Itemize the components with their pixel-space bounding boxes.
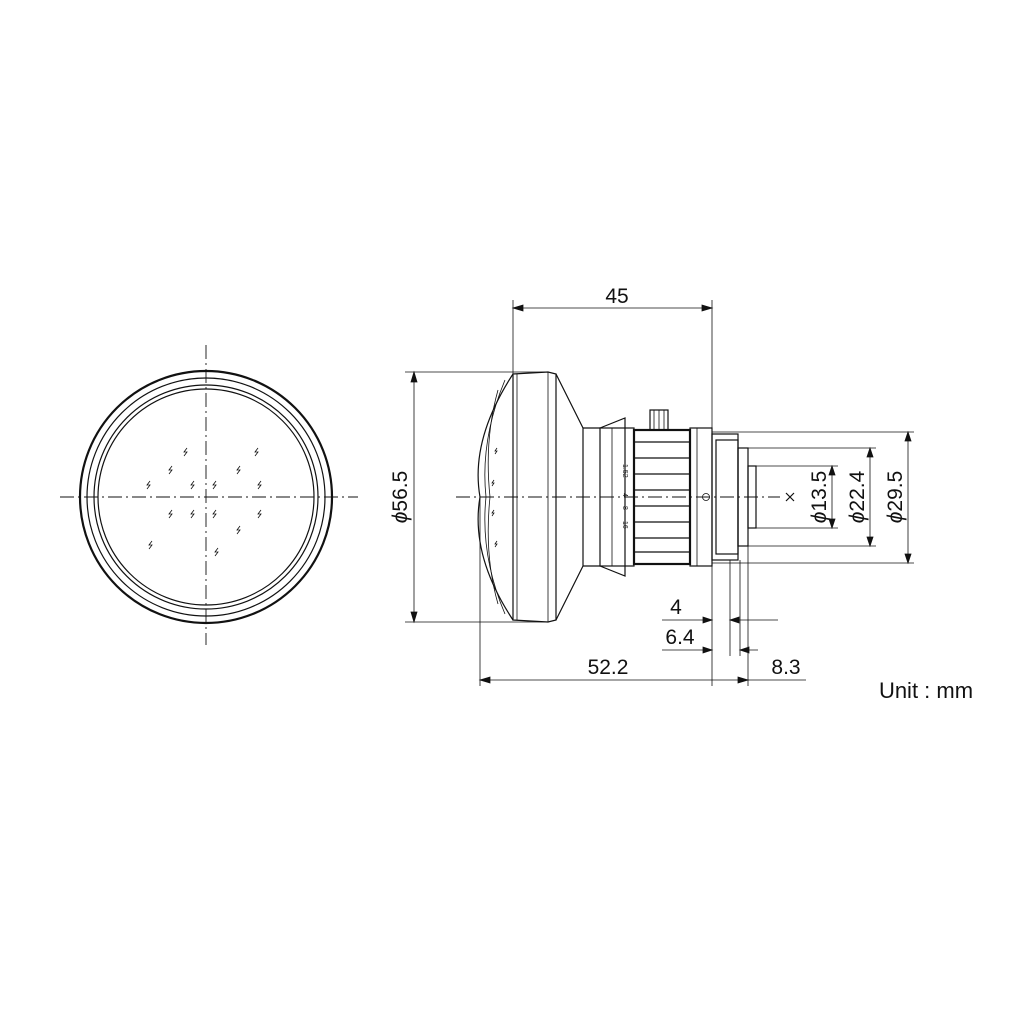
ring-scale-0: 1.52 [621,464,628,478]
ring-scale-3: 16 [621,521,628,529]
focal-mark [785,492,795,502]
front-view [60,345,358,645]
dim-mount-mid: 22.4 [846,470,869,511]
dome-marks [491,447,498,548]
dim-mount-mid-label: ϕ22.4 [846,470,869,523]
dim-mount-outer: 29.5 [884,471,907,512]
dim-mount-inner: 13.5 [808,471,831,512]
phi-symbol: ϕ [846,512,869,524]
phi-symbol: ϕ [389,512,412,524]
glass-reflection-marks [146,447,262,557]
dim-total-length: 52.2 [588,656,629,679]
focus-ring-grip [634,441,690,553]
dim-flange-b: 6.4 [665,626,695,649]
phi-symbol: ϕ [808,512,831,524]
dim-back-protrusion: 8.3 [771,656,800,679]
dim-flange-a: 4 [670,596,682,619]
dim-front-diameter-label: ϕ56.5 [389,471,412,524]
dim-mount-inner-label: ϕ13.5 [808,471,831,524]
dim-overall-length: 45 [605,285,628,308]
phi-symbol: ϕ [884,512,907,524]
ring-scale-2: 8 [621,506,628,510]
dimension-lines [405,300,914,686]
unit-label: Unit : mm [879,678,973,703]
dim-mount-outer-label: ϕ29.5 [884,471,907,524]
side-view: 1.52 4 8 16 [456,371,795,623]
dim-front-diameter: 56.5 [389,471,412,512]
ring-scale-1: 4 [621,493,628,497]
